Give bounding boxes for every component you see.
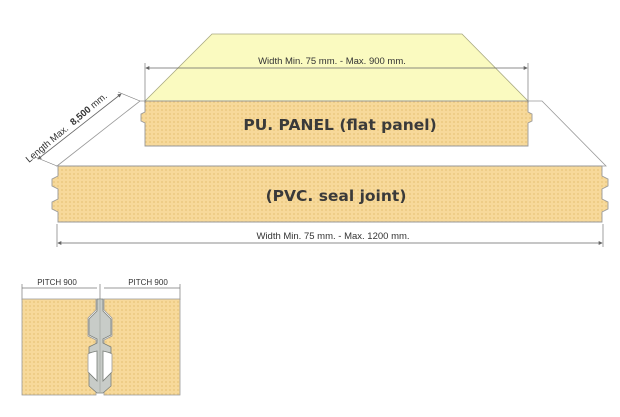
length-value: 8,500 xyxy=(68,104,93,128)
joint-detail: PITCH 900 PITCH 900 xyxy=(21,278,181,396)
detail-left-panel xyxy=(21,298,97,396)
length-dimension-line xyxy=(37,93,122,160)
length-prefix: Length Max. xyxy=(24,123,71,165)
top-panel-label: PU. PANEL (flat panel) xyxy=(243,116,436,134)
pitch-right-label: PITCH 900 xyxy=(128,278,168,287)
length-unit: mm. xyxy=(88,91,109,111)
top-panel-top-face xyxy=(144,33,529,102)
bottom-panel-body xyxy=(51,165,609,223)
detail-right-panel xyxy=(103,298,181,396)
bottom-width-label: Width Min. 75 mm. - Max. 1200 mm. xyxy=(256,231,409,242)
top-panel-body xyxy=(140,100,533,147)
pitch-left-label: PITCH 900 xyxy=(37,278,77,287)
bottom-panel-label: (PVC. seal joint) xyxy=(266,187,407,205)
bottom-width-dimension: Width Min. 75 mm. - Max. 1200 mm. xyxy=(56,224,604,247)
top-width-label: Width Min. 75 mm. - Max. 900 mm. xyxy=(258,56,406,67)
top-width-dimension: Width Min. 75 mm. - Max. 900 mm. xyxy=(144,56,529,103)
top-panel: PU. PANEL (flat panel) xyxy=(140,33,533,147)
